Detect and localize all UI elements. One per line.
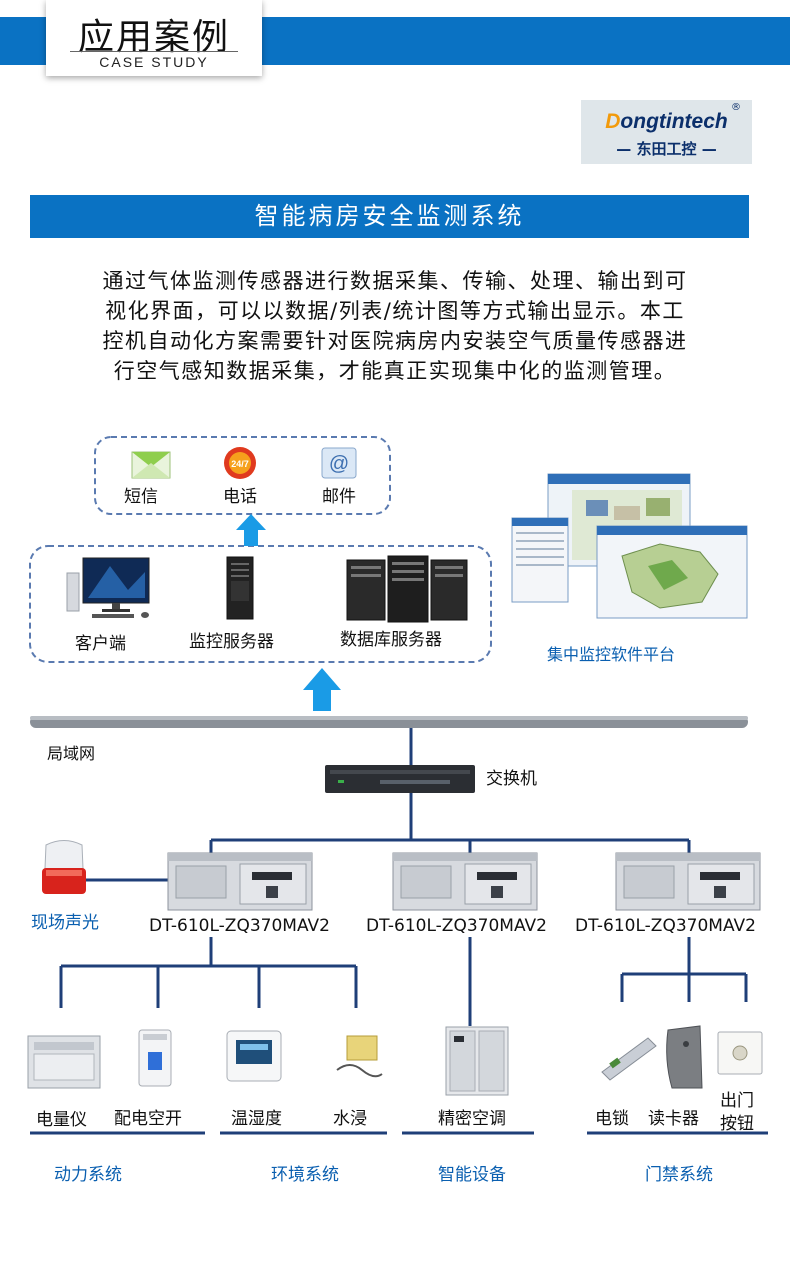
platform-label: 集中监控软件平台: [547, 645, 676, 664]
logo-cn: — 东田工控 —: [616, 140, 717, 158]
thermo-hygrometer-icon: [226, 1030, 282, 1082]
network-switch-icon: [325, 765, 475, 793]
logo-registered: ®: [731, 102, 741, 113]
case-study-subtitle: CASE STUDY: [99, 54, 209, 70]
alert-group-box: [94, 436, 391, 515]
alarm-label: 现场声光: [31, 913, 99, 933]
circuit-breaker-icon: [138, 1029, 172, 1087]
exit-button-label-1: 出门: [720, 1091, 754, 1111]
database-server-icon: [346, 555, 468, 623]
phone-24-7-icon: 24/7: [224, 447, 256, 479]
server-group-box: [29, 545, 492, 663]
exit-button-label-2: 按钮: [720, 1114, 754, 1134]
sms-envelope-icon: [131, 451, 171, 479]
exit-button-icon: [717, 1031, 763, 1075]
logo-wordmark: Dongtintech: [605, 110, 728, 133]
phone-badge: 24/7: [231, 459, 249, 469]
smart-device-label: 智能设备: [438, 1165, 506, 1185]
reader-label: 读卡器: [648, 1109, 699, 1129]
intro-line: 通过气体监测传感器进行数据采集、传输、处理、输出到可: [102, 269, 688, 293]
arrow-up-icon: [236, 514, 266, 546]
electric-lock-icon: [601, 1037, 657, 1081]
water-label: 水浸: [333, 1109, 367, 1129]
database-server-label: 数据库服务器: [340, 630, 442, 650]
lan-label: 局域网: [47, 744, 96, 763]
sms-label: 短信: [124, 487, 158, 507]
ipc-model-label: DT-610L-ZQ370MAV2: [366, 916, 547, 936]
intro-line: 视化界面，可以以数据/列表/统计图等方式输出显示。本工: [105, 299, 685, 323]
phone-label: 电话: [223, 487, 257, 507]
env-system-label: 环境系统: [271, 1165, 339, 1185]
client-label: 客户端: [75, 634, 126, 654]
client-pc-icon: [66, 557, 150, 618]
industrial-pc-icon: [615, 852, 761, 911]
ipc-model-label: DT-610L-ZQ370MAV2: [575, 916, 756, 936]
intro-line: 控机自动化方案需要针对医院病房内安装空气质量传感器进: [102, 329, 688, 353]
ac-label: 精密空调: [438, 1109, 506, 1129]
monitoring-software-screenshot: [511, 473, 748, 619]
precision-ac-icon: [445, 1026, 509, 1096]
industrial-pc-icon: [167, 852, 313, 911]
intro-line: 行空气感知数据采集，才能真正实现集中化的监测管理。: [113, 359, 677, 383]
access-system-label: 门禁系统: [645, 1165, 713, 1185]
section-banner: 智能病房安全监测系统: [30, 195, 749, 238]
switch-label: 交换机: [486, 769, 537, 789]
case-study-tag: 应用案例 CASE STUDY: [46, 0, 262, 76]
sound-light-alarm-icon: [42, 840, 86, 894]
lock-label: 电锁: [595, 1109, 629, 1129]
industrial-pc-icon: [392, 852, 538, 911]
thermo-label: 温湿度: [231, 1109, 282, 1129]
intro-paragraph: 通过气体监测传感器进行数据采集、传输、处理、输出到可 视化界面，可以以数据/列表…: [40, 266, 750, 386]
power-system-label: 动力系统: [54, 1165, 122, 1185]
switchgear-label: 配电空开: [114, 1109, 182, 1129]
water-leak-sensor-icon: [336, 1035, 383, 1078]
mail-label: 邮件: [322, 487, 356, 507]
divider: [70, 51, 238, 52]
brand-logo: Dongtintech — 东田工控 — ®: [581, 100, 752, 164]
meter-label: 电量仪: [36, 1110, 87, 1130]
mail-at-icon: @: [321, 447, 357, 479]
monitor-server-label: 监控服务器: [189, 632, 274, 652]
card-reader-icon: [666, 1025, 703, 1089]
monitor-server-icon: [226, 556, 254, 620]
power-meter-icon: [27, 1035, 101, 1089]
arrow-up-icon: [303, 668, 341, 711]
ipc-model-label: DT-610L-ZQ370MAV2: [149, 916, 330, 936]
svg-text:@: @: [329, 453, 349, 475]
